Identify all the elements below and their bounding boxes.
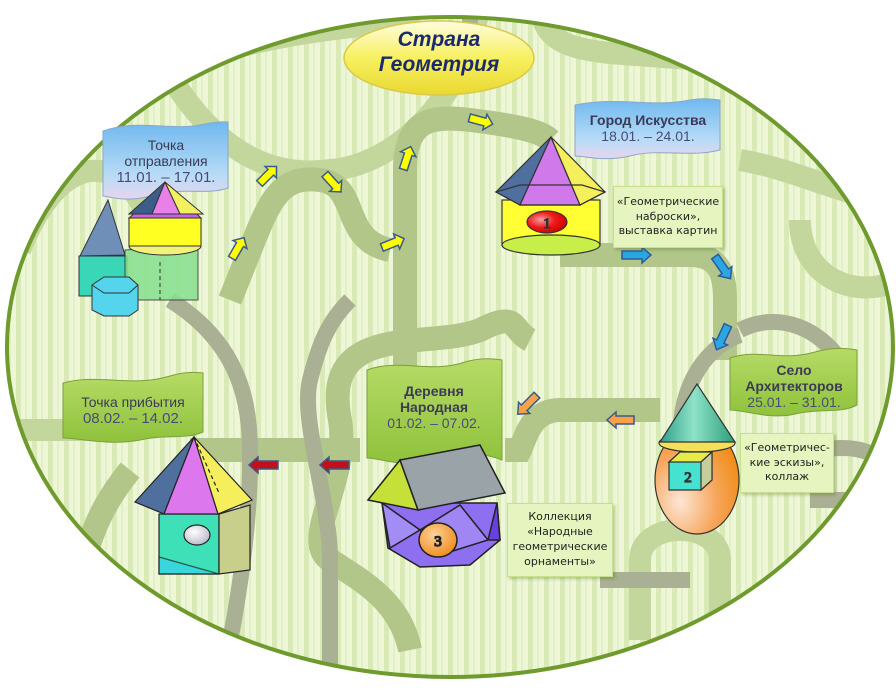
city-of-art-activity: «Геометрические наброски», выставка карт… — [613, 186, 723, 248]
city-of-art-banner — [574, 98, 721, 160]
village-of-architects-activity: «Геометричес- кие эскизы», коллаж — [740, 433, 834, 493]
title-oval — [343, 20, 535, 96]
badge-number-1: 1 — [543, 216, 551, 232]
map-title: Страна Геометрия — [344, 27, 534, 77]
activity-line: геометрические — [512, 540, 608, 553]
departure-shapes — [78, 180, 205, 317]
folk-village-name-2: Народная — [399, 399, 469, 416]
orange-arrows — [517, 391, 635, 430]
activity-line: «Геометричес- — [744, 440, 830, 454]
activity-line: «Геометрические — [616, 194, 720, 208]
arrow-right-icon — [379, 232, 406, 253]
arrow-left-icon — [517, 391, 541, 415]
arrow-right-icon — [710, 253, 733, 280]
village-name-2: Архитекторов — [745, 378, 843, 395]
title-line-2: Геометрия — [378, 53, 500, 77]
arrival-banner — [62, 371, 204, 443]
arrow-right-icon — [711, 322, 733, 351]
activity-line: «Народные — [527, 525, 593, 539]
city-of-art-dates: 18.01. – 24.01. — [601, 128, 695, 145]
activity-line: Коллекция — [528, 510, 592, 524]
village-of-architects-building: 2 — [654, 382, 740, 535]
village-of-architects-label: Село Архитекторов 25.01. – 31.01. — [733, 362, 855, 410]
station-badge-1 — [526, 210, 568, 234]
route-arrows — [227, 112, 733, 475]
arrow-right-icon — [227, 236, 249, 262]
badge-number-3: 3 — [434, 534, 442, 550]
badge-number-2: 2 — [684, 470, 692, 486]
city-of-art-building: 1 — [494, 135, 607, 256]
arrival-dates: 08.02. – 14.02. — [82, 410, 184, 428]
station-badge-arrival — [183, 524, 211, 546]
departure-name-2: отправления — [124, 153, 208, 170]
folk-village-activity: Коллекция «Народные геометрические орнам… — [507, 503, 613, 577]
arrow-right-icon — [621, 245, 653, 265]
arrow-right-icon — [320, 170, 343, 193]
arrow-left-icon — [605, 410, 635, 430]
arrow-right-icon — [398, 145, 418, 172]
arrival-name: Точка прибытия — [81, 394, 185, 410]
folk-village-label: Деревня Народная 01.02. – 07.02. — [368, 383, 500, 431]
title-line-1: Страна — [397, 28, 481, 51]
arrow-right-icon — [467, 112, 494, 132]
station-badge-3 — [418, 522, 458, 558]
activity-line: наброски», — [635, 209, 701, 223]
folk-village-dates: 01.02. – 07.02. — [387, 415, 481, 432]
arrow-right-icon — [255, 165, 278, 188]
cone-icon — [658, 382, 737, 443]
folk-village-name-1: Деревня — [404, 383, 464, 399]
hexagonal-prism-small-icon — [91, 276, 139, 317]
blue-arrows — [621, 245, 733, 351]
city-of-art-name: Город Искусства — [589, 112, 707, 128]
village-name-1: Село — [776, 362, 812, 378]
departure-dates: 11.01. – 17.01. — [116, 169, 216, 187]
village-of-architects-banner — [729, 347, 858, 417]
yellow-arrows — [227, 112, 494, 262]
departure-label: Точка отправления 11.01. – 17.01. — [105, 137, 227, 186]
activity-line: орнаменты» — [524, 554, 596, 568]
folk-village-building: 3 — [366, 444, 507, 568]
arrival-building — [133, 435, 254, 575]
map-border — [5, 15, 895, 679]
arrival-label: Точка прибытия 08.02. – 14.02. — [65, 394, 201, 427]
activity-line: выставка картин — [618, 224, 718, 238]
city-of-art-label: Город Искусства 18.01. – 24.01. — [578, 112, 718, 144]
departure-name-1: Точка — [147, 137, 185, 153]
arrow-left-icon — [318, 455, 350, 475]
arrow-left-icon — [247, 455, 279, 475]
activity-line: коллаж — [764, 470, 810, 484]
red-arrows — [247, 455, 350, 475]
activity-line: кие эскизы», — [749, 455, 825, 469]
village-dates: 25.01. – 31.01. — [747, 394, 841, 411]
departure-banner — [102, 121, 229, 200]
